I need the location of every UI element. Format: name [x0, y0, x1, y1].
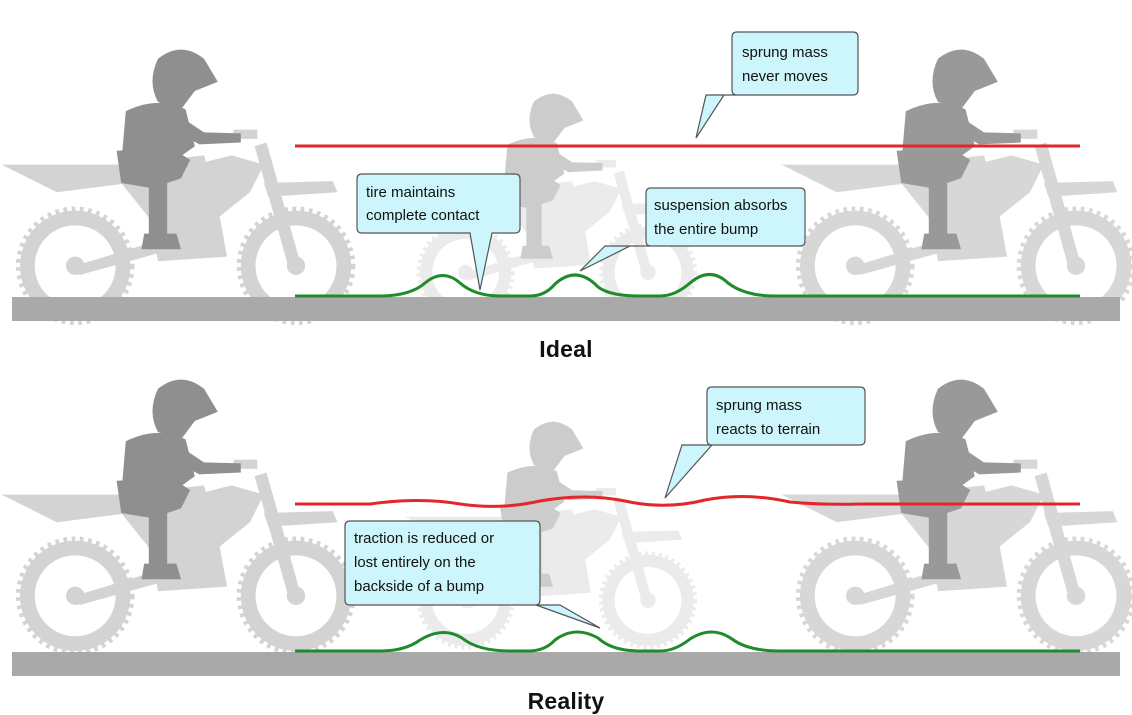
callout-text-line: lost entirely on the	[354, 554, 476, 571]
ideal-panel: sprung mass never moves tire maintains c…	[0, 0, 1132, 356]
sprung-mass-line	[295, 494, 1080, 508]
callout-text-line: tire maintains	[366, 184, 455, 201]
tire-path-line	[295, 630, 1080, 653]
left-rider-illustration	[2, 50, 353, 323]
callout-tire-contact: tire maintains complete contact	[356, 173, 521, 291]
reality-panel: sprung mass reacts to terrain traction i…	[0, 360, 1132, 715]
ideal-diagram: sprung mass never moves tire maintains c…	[0, 31, 1132, 356]
ideal-caption: Ideal	[539, 336, 593, 362]
ground-strip	[12, 652, 1120, 676]
callout-text-line: sprung mass	[742, 44, 828, 61]
callout-traction-reduced: traction is reduced or lost entirely on …	[344, 520, 601, 629]
callout-text-line: suspension absorbs	[654, 197, 787, 214]
callout-text-line: never moves	[742, 68, 828, 85]
callout-sprung-mass-never-moves: sprung mass never moves	[695, 31, 859, 139]
ground-strip	[12, 297, 1120, 321]
reality-diagram: sprung mass reacts to terrain traction i…	[0, 360, 1132, 676]
callout-suspension-absorbs: suspension absorbs the entire bump	[579, 187, 806, 272]
callout-text-line: complete contact	[366, 207, 480, 224]
callout-text-line: reacts to terrain	[716, 421, 820, 438]
callout-sprung-mass-reacts: sprung mass reacts to terrain	[664, 386, 866, 499]
callout-text-line: backside of a bump	[354, 578, 484, 595]
left-rider-illustration	[2, 380, 353, 653]
callout-text-line: sprung mass	[716, 397, 802, 414]
callout-text-line: traction is reduced or	[354, 530, 494, 547]
callout-text-line: the entire bump	[654, 221, 758, 238]
reality-caption: Reality	[527, 688, 605, 714]
tire-path-line	[295, 273, 1080, 298]
